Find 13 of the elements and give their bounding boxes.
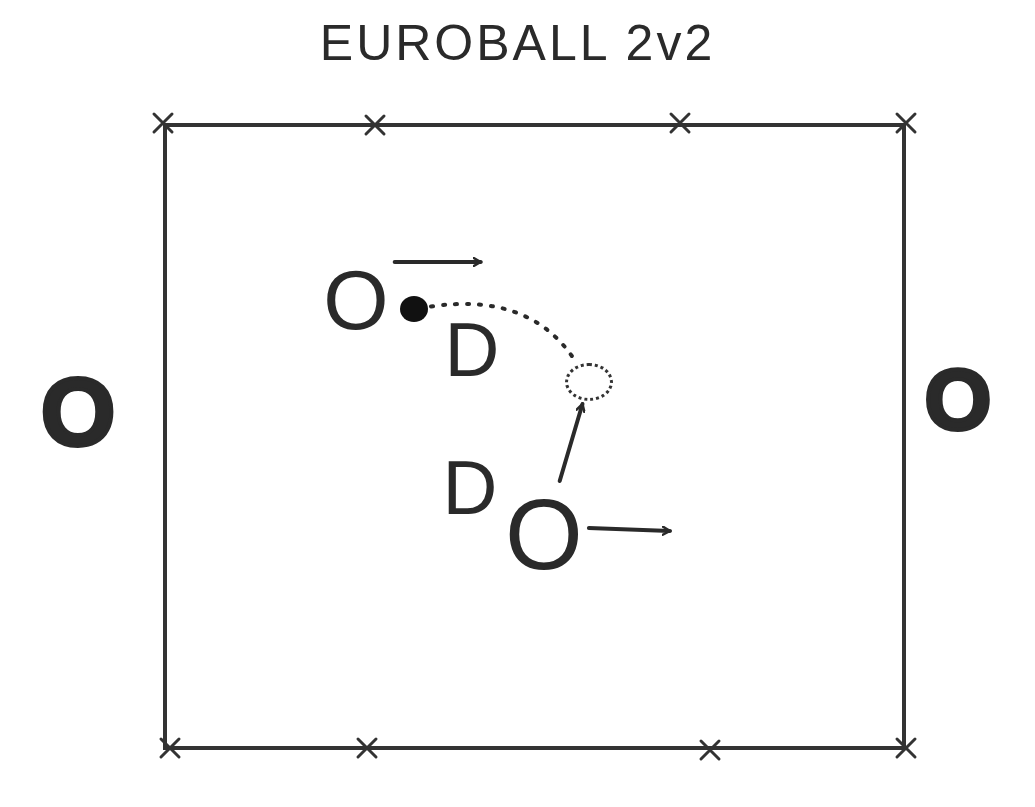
movement-arrow [586, 525, 672, 536]
player-mark: O [505, 484, 583, 584]
title: EUROBALL 2v2 [318, 14, 717, 72]
movement-arrow [557, 402, 586, 483]
goal-player-mark: O [924, 356, 992, 442]
goal-player-mark: O [40, 364, 116, 460]
playing-field [163, 123, 906, 750]
player-mark: D [444, 312, 500, 388]
movement-arrow [392, 256, 483, 268]
ball [400, 296, 428, 322]
player-mark: D [442, 450, 498, 526]
player-mark: O [323, 258, 389, 342]
dotted-circle [565, 363, 613, 401]
